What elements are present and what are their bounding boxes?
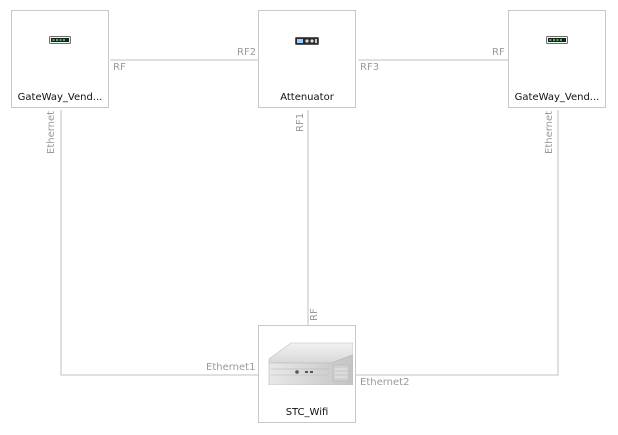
node-label: GateWay_Vend... <box>17 92 103 103</box>
port-label-gw-right-eth: Ethernet <box>544 110 555 154</box>
port-label-att-rf3: RF3 <box>360 62 380 73</box>
port-label-gw-left-rf: RF <box>113 62 126 73</box>
node-label: GateWay_Vend... <box>514 92 600 103</box>
node-gateway-right[interactable]: GateWay_Vend... <box>508 10 606 108</box>
port-label-stc-rf: RF <box>309 308 320 321</box>
node-label: Attenuator <box>280 92 334 103</box>
port-label-gw-right-rf: RF <box>492 47 505 58</box>
gateway-device-icon <box>546 36 568 44</box>
link-gw-right-stc <box>356 110 559 376</box>
node-gateway-left[interactable]: GateWay_Vend... <box>11 10 109 108</box>
port-label-stc-eth1: Ethernet1 <box>206 362 256 373</box>
link-gw-left-stc <box>60 110 258 376</box>
attenuator-device-icon <box>295 37 319 45</box>
node-label: STC_Wifi <box>285 407 329 418</box>
port-label-gw-left-eth: Ethernet <box>46 110 57 154</box>
gateway-device-icon <box>49 36 71 44</box>
stc-chassis-icon <box>268 342 353 385</box>
port-label-att-rf2: RF2 <box>237 47 257 58</box>
node-stc-wifi[interactable]: STC_Wifi <box>258 325 356 423</box>
node-attenuator[interactable]: Attenuator <box>258 10 356 108</box>
port-label-stc-eth2: Ethernet2 <box>360 377 410 388</box>
port-label-att-rf1: RF1 <box>295 112 306 132</box>
